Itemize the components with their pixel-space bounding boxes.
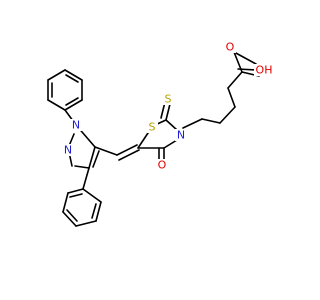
atom-oh-acid: OH: [254, 64, 274, 77]
bond: [165, 119, 178, 131]
atom-n-ring-label: N: [177, 129, 185, 142]
bond: [233, 51, 257, 65]
bond: [227, 87, 236, 108]
atom-oh-acid-label: OH: [256, 64, 273, 77]
atom-o-acid-label: O: [226, 41, 235, 54]
atom-o-keto: O: [156, 159, 168, 172]
bond: [66, 209, 78, 222]
atom-s-thioxo: S: [162, 93, 174, 106]
atom-n-ring: N: [175, 129, 187, 142]
bond: [65, 97, 79, 106]
bond: [92, 150, 100, 168]
atom-n1-label: N: [72, 119, 80, 132]
bond: [65, 74, 79, 83]
bond: [82, 167, 90, 190]
atom-n2-label: N: [64, 144, 72, 157]
atom-n2: N: [62, 144, 74, 157]
bonds: [47, 51, 260, 227]
bond: [94, 146, 118, 156]
bond: [165, 103, 171, 121]
atom-s-thioxo-label: S: [165, 93, 172, 106]
bond: [91, 203, 97, 219]
bond: [64, 99, 83, 111]
bond: [82, 188, 102, 203]
bond: [64, 69, 83, 81]
bond: [75, 220, 97, 227]
atom-o-acid: O: [224, 41, 236, 54]
bond: [74, 165, 90, 169]
bond: [47, 99, 66, 111]
atom-o-keto-label: O: [158, 159, 167, 172]
bond: [95, 201, 102, 222]
bond: [47, 69, 66, 81]
bond: [182, 118, 203, 129]
bond: [88, 146, 96, 169]
bond: [201, 118, 221, 124]
atom-labels: N N S S N O O OH: [62, 41, 274, 172]
atom-s-ring: S: [146, 121, 158, 134]
bond: [163, 139, 178, 149]
bond: [227, 71, 243, 89]
molecule-diagram: N N S S N O O OH: [47, 41, 274, 227]
bond: [62, 192, 69, 213]
bond: [67, 188, 84, 194]
bond: [219, 106, 236, 124]
bond: [237, 68, 257, 71]
atom-n1: N: [70, 119, 82, 132]
bond: [62, 211, 77, 227]
bond: [118, 149, 140, 161]
bond: [69, 193, 83, 198]
atom-s-ring-label: S: [149, 121, 156, 134]
bond: [116, 144, 138, 156]
